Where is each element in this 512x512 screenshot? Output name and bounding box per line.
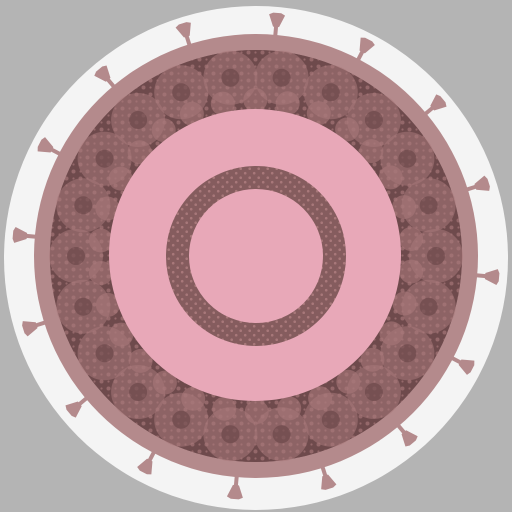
lace-scallop [401,178,456,233]
lace-hole [398,149,417,168]
lace-motif [88,228,113,253]
lace-motif [151,118,176,143]
lace-motif [275,91,300,116]
lace-motif [152,370,177,395]
lace-motif [399,259,424,284]
lace-hole [74,297,93,316]
lace-motif [109,322,134,347]
lace-motif [128,348,153,373]
lace-motif [392,195,417,220]
lace-hole [95,344,114,363]
lace-hole [321,83,340,102]
lace-motif [308,386,333,411]
lace-hole [419,297,438,316]
lace-motif [210,91,235,116]
lace-hole [172,83,191,102]
lace-motif [95,196,120,221]
lace-scallops [49,50,463,462]
lace-motif [243,88,268,112]
lace-motif [335,117,360,142]
lace-hole [95,149,114,168]
lace-hole [67,247,85,265]
lace-motif [336,369,361,394]
lace-motif [95,292,120,317]
lace-motif [277,396,302,421]
lace-scallop [56,279,111,334]
lace-motif [378,165,403,190]
lace-motif [181,386,206,411]
lace-motif [108,166,133,191]
lace-hole [221,425,240,444]
lace-scallop [203,50,258,105]
lace-scallop [203,407,258,462]
lace-motif [360,347,385,372]
lace-scallop [401,279,456,334]
inner-pink-disc [189,189,323,323]
lace-scallop [254,407,309,462]
lace-motif [244,400,269,424]
lace-hole [419,196,438,215]
lace-hole [364,383,383,401]
lace-motif [399,227,424,251]
lace-hole [364,111,383,129]
lace-hole [172,410,191,429]
lace-motif [127,140,152,165]
lace-motif [392,291,417,316]
lace-scallop [346,93,401,147]
lace-scallop [254,50,309,105]
lace-hole [321,410,340,429]
lace-scallop [346,365,401,419]
lace-hole [221,68,240,87]
lace-motif [306,101,331,126]
lace-scallop [56,178,111,233]
lace-hole [129,383,148,401]
lace-motif [359,139,384,164]
lace-hole [427,247,445,265]
lace-hole [74,196,93,215]
lace-motif [88,261,113,285]
lace-hole [272,425,291,444]
lace-motif [179,101,204,126]
lace-hole [129,111,148,129]
lace-motif [212,396,237,421]
lace-hole [398,344,417,363]
lace-hole [272,68,291,87]
lace-motif [379,321,404,346]
lace-scallop [111,365,166,419]
lace-scallop [111,93,166,147]
